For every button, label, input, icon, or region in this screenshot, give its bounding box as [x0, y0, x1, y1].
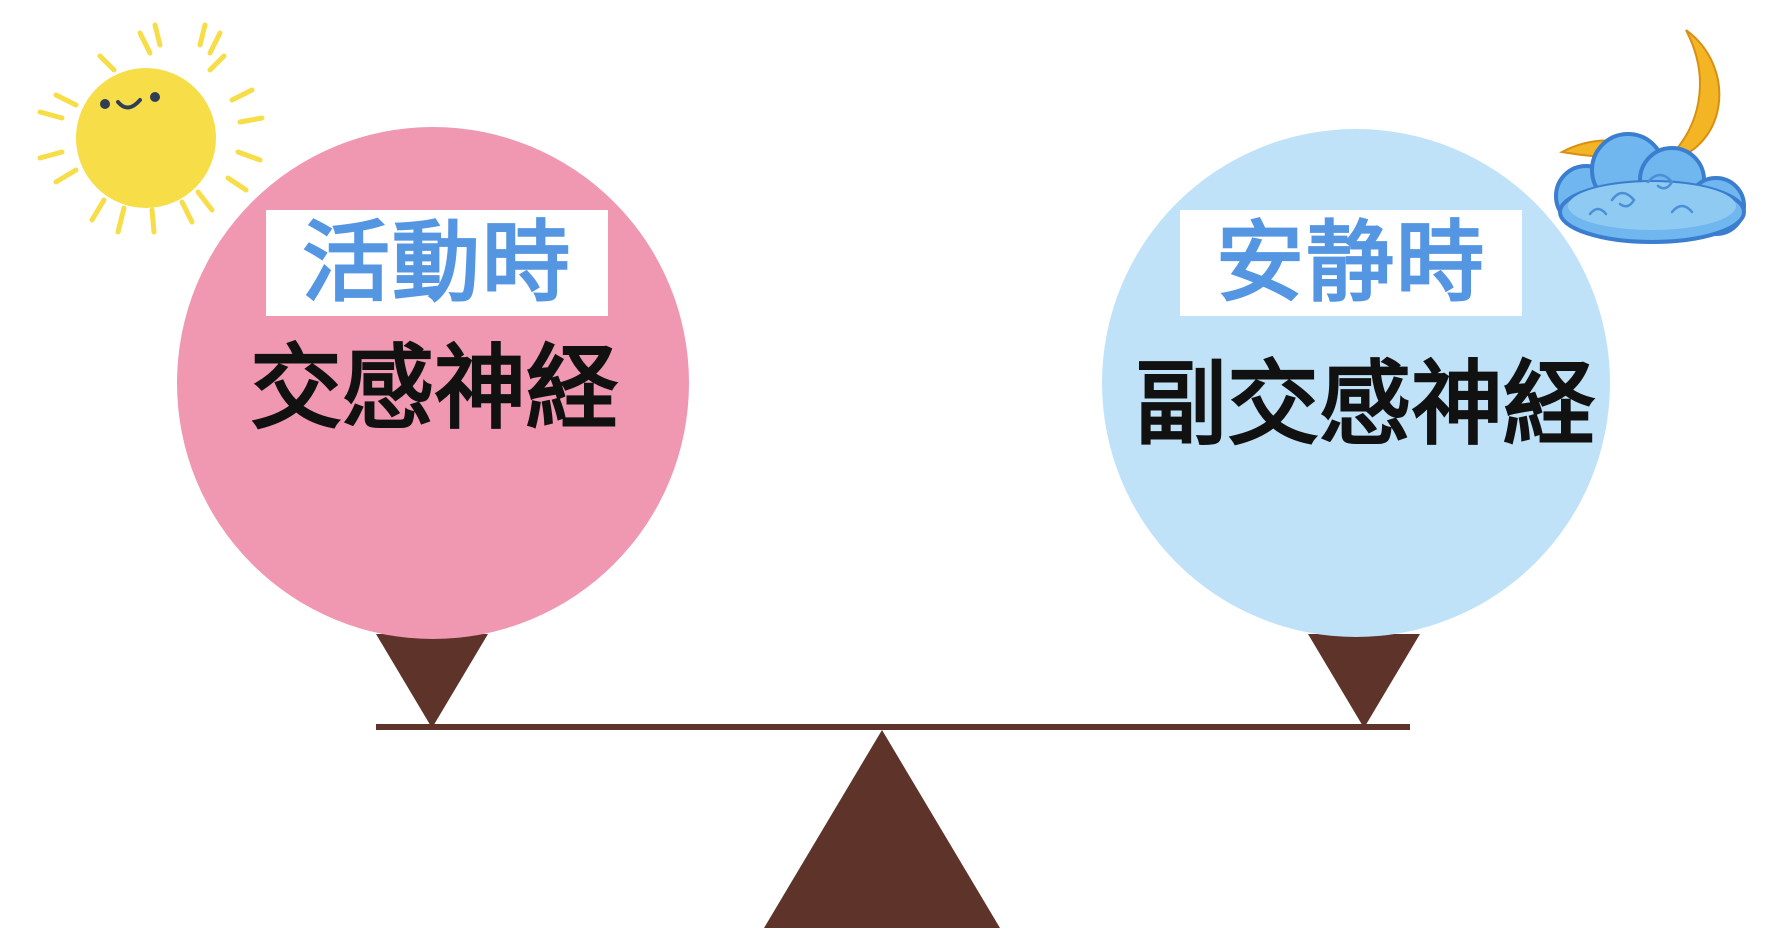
- moon-cloud-icon: [1554, 29, 1746, 244]
- left-pointer: [376, 634, 488, 728]
- right-pointer: [1308, 634, 1420, 728]
- rest-state-label: 安静時: [1180, 210, 1522, 316]
- seesaw-beam: [376, 724, 1410, 730]
- sympathetic-nerve-label: 交感神経: [249, 335, 618, 442]
- sun-icon: [37, 22, 265, 235]
- active-state-label: 活動時: [266, 210, 608, 316]
- fulcrum: [764, 730, 1000, 928]
- parasympathetic-nerve-label: 副交感神経: [1134, 351, 1595, 458]
